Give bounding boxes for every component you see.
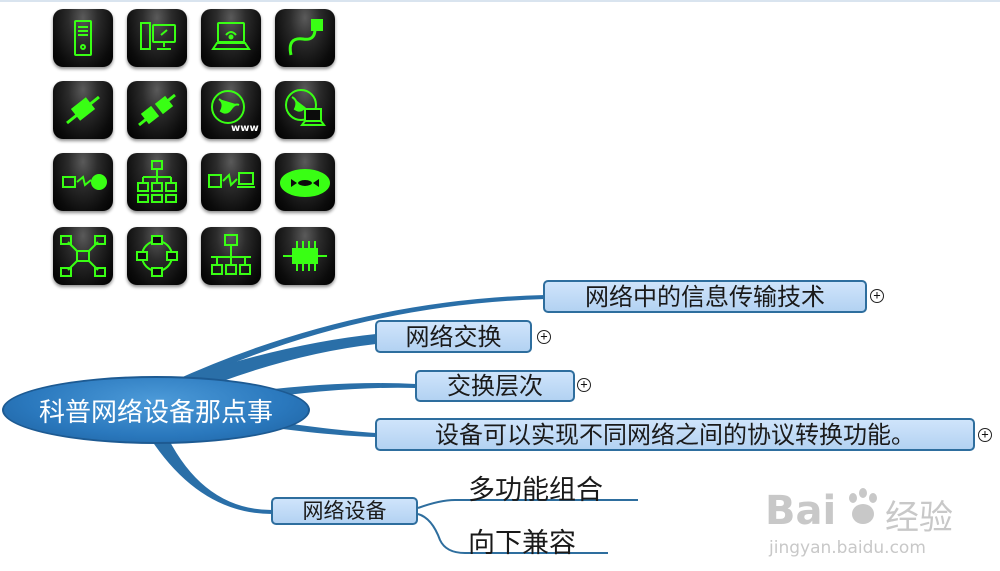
globe-laptop-icon xyxy=(275,81,335,139)
expand-switching-icon[interactable]: + xyxy=(537,330,551,344)
connector-compat xyxy=(417,513,608,554)
expand-info-tech-icon[interactable]: + xyxy=(870,289,884,303)
watermark-brand-suffix: 经验 xyxy=(885,498,953,538)
expand-layers-icon[interactable]: + xyxy=(577,378,591,392)
central-topic[interactable]: 科普网络设备那点事 xyxy=(2,376,310,444)
node-protocol[interactable]: 设备可以实现不同网络之间的协议转换功能。 xyxy=(375,418,975,451)
star-network-icon xyxy=(53,227,113,285)
ethernet-cable-icon xyxy=(275,9,335,67)
node-switching[interactable]: 网络交换 xyxy=(375,320,532,353)
icon-grid: www xyxy=(0,0,400,300)
connector-layers xyxy=(240,383,416,400)
watermark-brand: Bai xyxy=(765,488,837,534)
laptop-wifi-icon xyxy=(201,9,261,67)
cable-connector-icon xyxy=(53,81,113,139)
globe-www-icon: www xyxy=(201,81,261,139)
ring-network-icon xyxy=(127,227,187,285)
node-layers[interactable]: 交换层次 xyxy=(415,370,575,402)
leaf-backward-compatible[interactable]: 向下兼容 xyxy=(468,528,576,559)
connector-multi xyxy=(417,499,638,509)
computer-link-icon xyxy=(201,153,261,211)
expand-protocol-icon[interactable]: + xyxy=(978,428,992,442)
plug-connect-icon xyxy=(127,81,187,139)
server-tower-icon xyxy=(53,9,113,67)
bus-network-icon xyxy=(201,227,261,285)
node-info-tech[interactable]: 网络中的信息传输技术 xyxy=(543,280,867,313)
network-disk-icon xyxy=(275,153,335,211)
top-border xyxy=(0,0,1000,2)
watermark-url: jingyan.baidu.com xyxy=(769,538,926,558)
leaf-multi-function[interactable]: 多功能组合 xyxy=(468,475,603,506)
node-devices[interactable]: 网络设备 xyxy=(271,497,418,525)
computer-to-globe-icon xyxy=(53,153,113,211)
paw-icon xyxy=(849,488,877,524)
connector-devices xyxy=(150,438,272,514)
desktop-computer-icon xyxy=(127,9,187,67)
network-tree-icon xyxy=(127,153,187,211)
svg-text:www: www xyxy=(231,123,259,134)
baidu-watermark: Bai 经验 jingyan.baidu.com xyxy=(765,480,990,570)
chip-icon xyxy=(275,227,335,285)
